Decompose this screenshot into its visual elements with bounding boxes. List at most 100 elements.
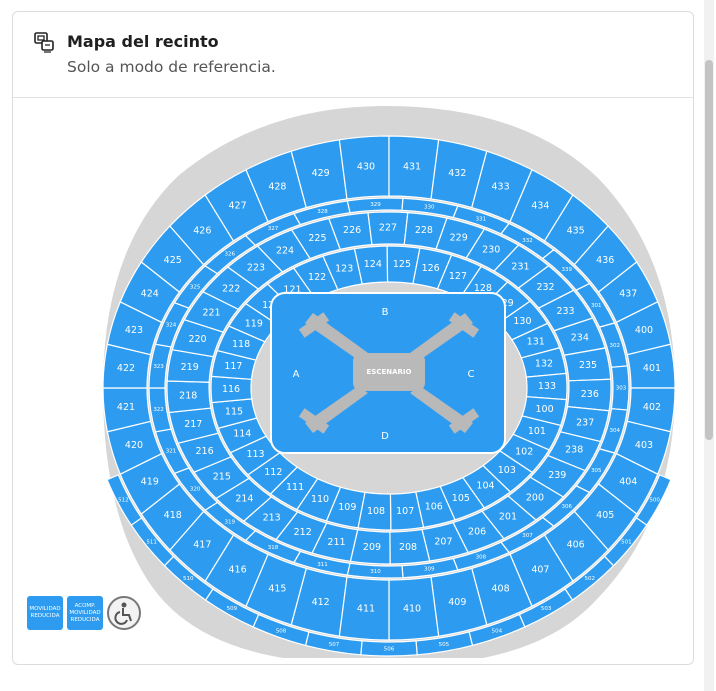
section-411[interactable] — [338, 576, 390, 641]
section-label: 305 — [591, 468, 602, 474]
floor-section-c[interactable]: C — [468, 369, 475, 380]
section-label: 302 — [609, 343, 620, 349]
section-label: 227 — [379, 223, 397, 234]
seat-map-icon — [34, 32, 54, 53]
section-label: 102 — [515, 447, 533, 458]
section-label: 237 — [576, 417, 594, 428]
section-label: 425 — [164, 255, 182, 266]
section-label: 318 — [268, 545, 279, 551]
section-label: 320 — [190, 487, 201, 493]
section-label: 328 — [317, 209, 328, 215]
section-label: 115 — [225, 407, 243, 418]
section-label: 219 — [181, 362, 199, 373]
section-label: 415 — [268, 584, 286, 595]
section-label: 303 — [616, 386, 627, 392]
section-label: 503 — [541, 606, 552, 612]
section-label: 301 — [591, 303, 602, 309]
section-label: 311 — [317, 562, 328, 568]
section-label: 112 — [264, 467, 282, 478]
section-label: 501 — [621, 539, 632, 545]
section-label: 322 — [153, 407, 164, 413]
section-label: 422 — [117, 363, 135, 374]
section-label: 209 — [363, 542, 381, 553]
section-label: 404 — [619, 476, 637, 487]
section-label: 402 — [643, 402, 661, 413]
section-label: 408 — [492, 584, 510, 595]
section-label: 507 — [329, 642, 340, 648]
section-label: 101 — [528, 426, 546, 437]
section-label: 331 — [476, 217, 487, 223]
section-label: 424 — [141, 289, 159, 300]
section-label: 127 — [449, 271, 467, 282]
stadium-map-svg: 1091101111121131141151161171181191201211… — [102, 106, 676, 658]
floor-section-d[interactable]: D — [381, 431, 389, 442]
section-label: 323 — [153, 364, 164, 370]
section-label: 509 — [227, 606, 238, 612]
section-label: 116 — [222, 384, 240, 395]
section-310[interactable] — [346, 562, 404, 579]
section-label: 104 — [476, 481, 494, 492]
section-label: 235 — [579, 360, 597, 371]
section-label: 103 — [498, 465, 516, 476]
section-label: 510 — [183, 576, 194, 582]
section-label: 126 — [422, 263, 440, 274]
section-label: 121 — [283, 284, 301, 295]
section-label: 416 — [229, 564, 247, 575]
section-label: 125 — [393, 259, 411, 270]
section-label: 106 — [425, 501, 443, 512]
section-label: 430 — [357, 161, 375, 172]
section-label: 234 — [571, 332, 589, 343]
card-header: Mapa del recinto Solo a modo de referenc… — [13, 12, 693, 98]
section-label: 405 — [596, 510, 614, 521]
section-label: 417 — [193, 539, 211, 550]
section-label: 400 — [635, 325, 653, 336]
section-label: 306 — [561, 504, 572, 510]
section-label: 339 — [561, 267, 572, 273]
section-label: 200 — [526, 492, 544, 503]
section-label: 223 — [247, 263, 265, 274]
section-label: 321 — [166, 448, 177, 454]
section-label: 107 — [396, 506, 414, 517]
section-label: 238 — [565, 445, 583, 456]
section-label: 130 — [513, 316, 531, 327]
section-label: 119 — [245, 318, 263, 329]
section-label: 233 — [556, 306, 574, 317]
section-label: 433 — [492, 181, 510, 192]
section-label: 429 — [312, 168, 330, 179]
section-label: 410 — [403, 604, 421, 615]
section-label: 411 — [357, 604, 375, 615]
section-label: 110 — [311, 494, 329, 505]
section-label: 512 — [118, 497, 129, 503]
section-209[interactable] — [349, 529, 391, 565]
section-label: 435 — [567, 226, 585, 237]
section-label: 128 — [474, 283, 492, 294]
section-label: 222 — [222, 283, 240, 294]
page-scrollbar-thumb[interactable] — [705, 60, 713, 440]
section-label: 206 — [468, 526, 486, 537]
section-label: 406 — [567, 539, 585, 550]
section-label: 113 — [246, 449, 264, 460]
section-label: 329 — [370, 202, 381, 208]
card-title: Mapa del recinto — [67, 32, 219, 51]
floor-section-b[interactable]: B — [382, 307, 389, 318]
section-label: 220 — [188, 334, 206, 345]
section-label: 217 — [184, 419, 202, 430]
section-label: 309 — [424, 567, 435, 573]
floor-section-a[interactable]: A — [293, 369, 300, 380]
section-label: 207 — [434, 537, 452, 548]
section-label: 218 — [179, 390, 197, 401]
section-label: 412 — [312, 597, 330, 608]
section-label: 221 — [202, 307, 220, 318]
section-label: 114 — [233, 428, 251, 439]
section-label: 426 — [193, 226, 211, 237]
section-label: 427 — [229, 201, 247, 212]
section-label: 226 — [343, 225, 361, 236]
section-label: 504 — [492, 628, 503, 634]
section-label: 213 — [263, 512, 281, 523]
section-label: 418 — [164, 510, 182, 521]
section-label: 310 — [370, 569, 381, 575]
section-108[interactable] — [357, 491, 392, 531]
section-label: 111 — [286, 482, 304, 493]
stage — [298, 312, 480, 434]
section-512[interactable] — [106, 474, 143, 526]
